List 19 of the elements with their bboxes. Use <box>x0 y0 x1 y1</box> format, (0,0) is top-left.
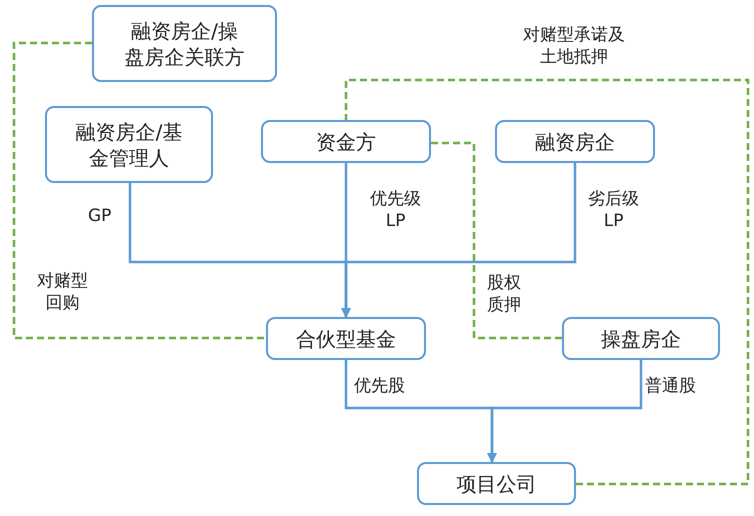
arrow <box>341 163 576 318</box>
process-box <box>45 106 213 183</box>
connector-line <box>12 42 266 340</box>
connector-line <box>344 78 750 486</box>
process-box <box>92 5 277 82</box>
connector-line <box>431 142 562 340</box>
box-label: 融资房企/基金管理人 <box>74 118 184 170</box>
box-label: 融资房企/操盘房企关联方 <box>124 18 246 70</box>
box-label: 融资房企 <box>535 128 615 154</box>
box-label: 资金方 <box>316 128 376 154</box>
arrow <box>487 360 642 463</box>
process-box <box>417 462 576 505</box>
process-box <box>495 120 655 163</box>
process-box <box>266 317 426 360</box>
box-label: 合伙型基金 <box>296 326 396 352</box>
process-box <box>562 317 720 360</box>
process-box <box>261 120 431 163</box>
box-label: 项目公司 <box>456 470 536 496</box>
box-label: 操盘房企 <box>601 326 681 352</box>
